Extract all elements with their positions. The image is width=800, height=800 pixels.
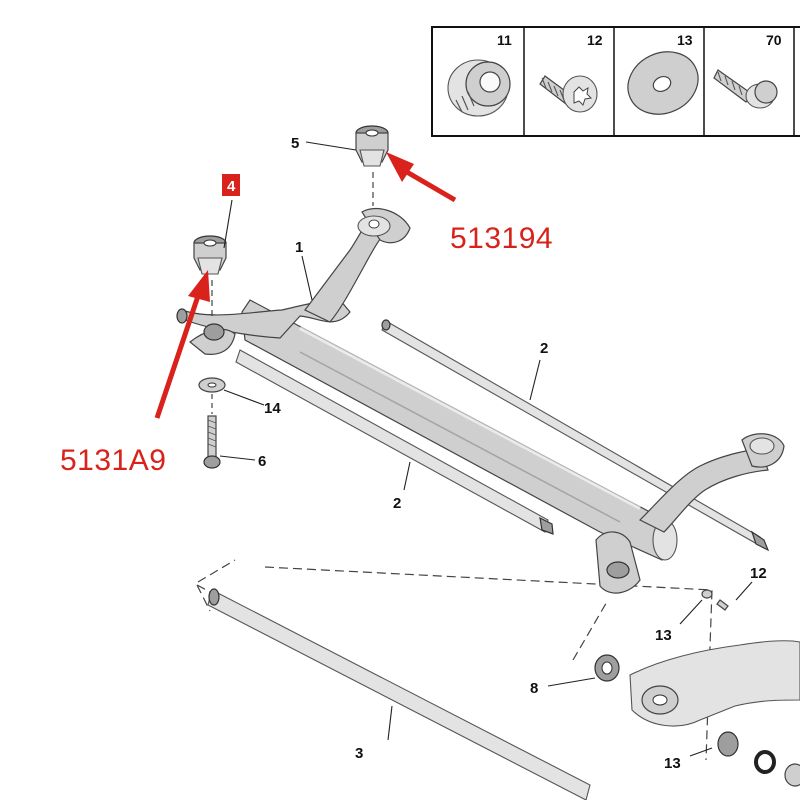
fastener-legend: 11 12 13 70 [431, 26, 800, 137]
rear-axle-beam [176, 207, 785, 594]
mount-bolt [203, 415, 221, 469]
callout-3: 3 [355, 745, 363, 762]
rear-bushing [193, 235, 227, 275]
leader-1 [301, 255, 313, 301]
small-bolt [716, 599, 729, 611]
leader-12 [735, 581, 753, 601]
part-number-front-bushing: 513194 [450, 222, 553, 255]
washer-icon [627, 51, 699, 115]
callout-13-lower: 13 [664, 755, 681, 772]
leader-6 [219, 455, 256, 461]
leader-13b [689, 747, 713, 757]
stabilizer-rod-lower [235, 349, 554, 535]
legend-number-11: 11 [497, 32, 512, 48]
front-bushing [355, 125, 389, 167]
torsion-bar [207, 588, 591, 800]
leader-8 [547, 677, 596, 687]
leader-4 [223, 199, 233, 249]
plug-screw-icon [447, 59, 511, 117]
hub-assembly [594, 640, 800, 787]
callout-1: 1 [295, 239, 303, 256]
red-arrow-front-bushing [386, 152, 457, 203]
leader-2b [403, 461, 411, 491]
torx-bolt-icon [539, 75, 598, 113]
leader-13a [679, 599, 703, 625]
torsion-bar-group-outline [196, 559, 713, 791]
leader-3 [387, 705, 393, 741]
callout-2-upper: 2 [540, 340, 548, 357]
legend-number-13: 13 [677, 32, 693, 48]
legend-number-12: 12 [587, 32, 603, 48]
callout-12: 12 [750, 565, 767, 582]
callout-4: 4 [227, 178, 236, 195]
red-arrow-rear-bushing [154, 270, 210, 419]
small-washer [701, 589, 713, 599]
legend-number-70: 70 [766, 32, 782, 48]
leader-2a [529, 359, 541, 401]
callout-4-badge [222, 174, 240, 196]
callout-13-upper: 13 [655, 627, 672, 644]
hub-group-outline [572, 599, 609, 661]
callout-2-lower: 2 [393, 495, 401, 512]
mount-washer [198, 377, 226, 393]
callout-14: 14 [264, 400, 281, 417]
callout-5: 5 [291, 135, 299, 152]
leader-5 [305, 141, 357, 151]
part-number-rear-bushing: 5131A9 [60, 444, 166, 477]
callout-8: 8 [530, 680, 538, 697]
callout-6: 6 [258, 453, 266, 470]
leader-14 [223, 389, 265, 406]
flange-bolt-icon [713, 69, 778, 109]
